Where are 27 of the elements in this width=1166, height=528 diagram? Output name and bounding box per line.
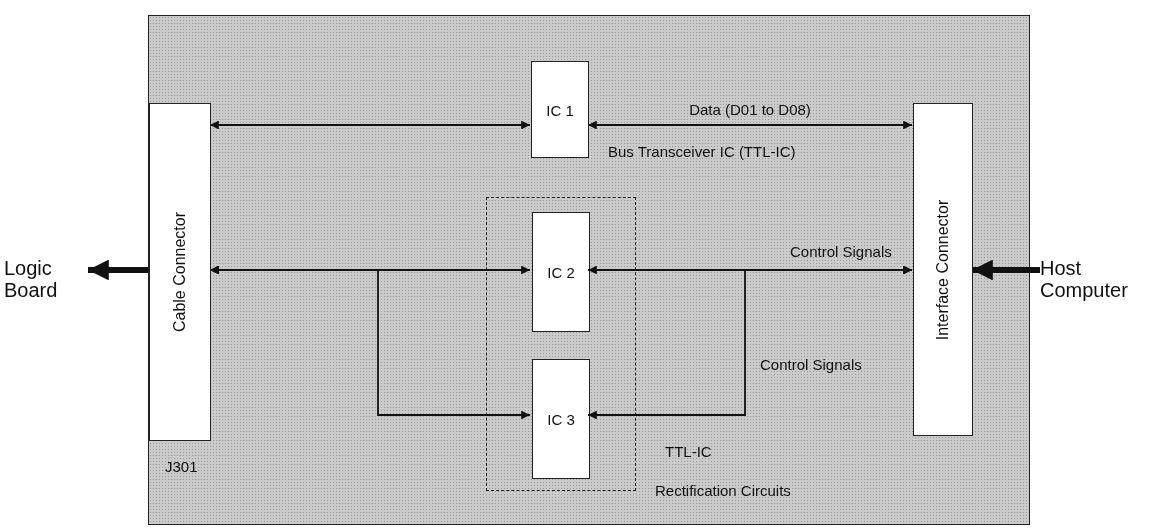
- signal-line: [209, 265, 531, 420]
- edge-label: Control Signals: [760, 356, 862, 373]
- annotation-text: Bus Transceiver IC (TTL-IC): [608, 143, 796, 160]
- external-label: Logic Board: [4, 257, 59, 301]
- chip-label: IC 2: [547, 263, 575, 281]
- signal-line: [587, 120, 913, 130]
- external-label: Host Computer: [1040, 257, 1129, 301]
- edge-label: Control Signals: [790, 243, 892, 260]
- ic-chip: [532, 359, 590, 479]
- ic-chip: [532, 212, 590, 332]
- chip-label: IC 1: [546, 101, 574, 118]
- dashed-group-outline: [486, 197, 636, 491]
- chip-label: IC 3: [547, 410, 575, 428]
- connector-block: [913, 103, 973, 436]
- annotation-text: TTL-IC: [665, 443, 712, 460]
- signal-line: [587, 265, 913, 420]
- part-designator: J301: [165, 458, 198, 475]
- thick-arrow: [972, 259, 1040, 281]
- edge-label: Data (D01 to D08): [689, 101, 811, 118]
- connector-label: Cable Connector: [171, 211, 189, 333]
- ic-chip: [531, 61, 589, 158]
- connector-label: Interface Connector: [934, 199, 952, 340]
- connector-block: [149, 103, 211, 441]
- thick-arrow: [88, 259, 148, 281]
- signal-line: [209, 120, 531, 130]
- annotation-text: Rectification Circuits: [655, 482, 791, 499]
- circuit-board: [148, 15, 1030, 525]
